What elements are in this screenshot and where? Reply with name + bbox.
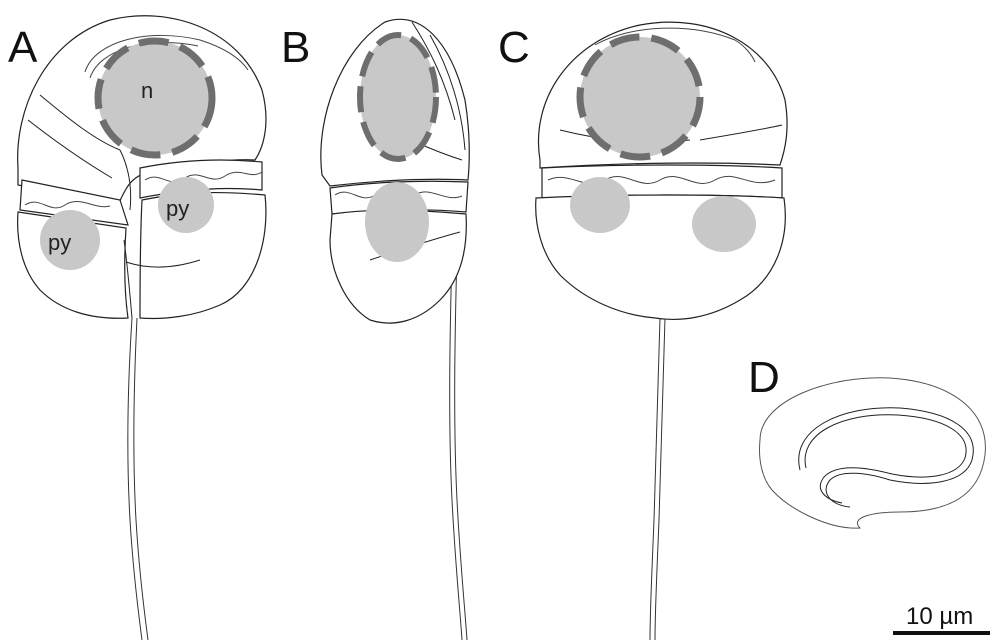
panel-c-flagellum-2 (655, 318, 665, 640)
panel-c-nucleus (580, 37, 700, 157)
panel-a-pyrenoid-label-left: py (48, 230, 71, 255)
panel-c-letter: C (498, 23, 530, 72)
panel-d-letter: D (748, 353, 780, 402)
panel-c-flagellum-1 (650, 318, 660, 640)
panel-a-nucleus-label: n (141, 78, 153, 103)
panel-c-pyrenoid-right (692, 196, 756, 252)
panel-a-cell (18, 16, 266, 640)
panel-b-nucleus (360, 35, 436, 159)
panel-b-cell (321, 19, 469, 640)
panel-b-letter: B (281, 23, 310, 72)
panel-d-ribbon-inner (805, 415, 966, 503)
panel-d-outer-outline (760, 378, 986, 528)
panel-c-pyrenoid-left (570, 177, 630, 233)
panel-d-structure (760, 378, 986, 528)
panel-b-flagellum-2 (455, 250, 467, 640)
panel-a-nucleus (98, 41, 212, 155)
panel-b-pyrenoid (365, 182, 429, 262)
scale-bar-label: 10 µm (906, 603, 973, 630)
panel-c-cell (536, 22, 787, 640)
panel-a-pyrenoid-label-right: py (166, 196, 189, 221)
panel-a-letter: A (8, 23, 38, 72)
panel-d-ribbon-outer (799, 408, 974, 507)
